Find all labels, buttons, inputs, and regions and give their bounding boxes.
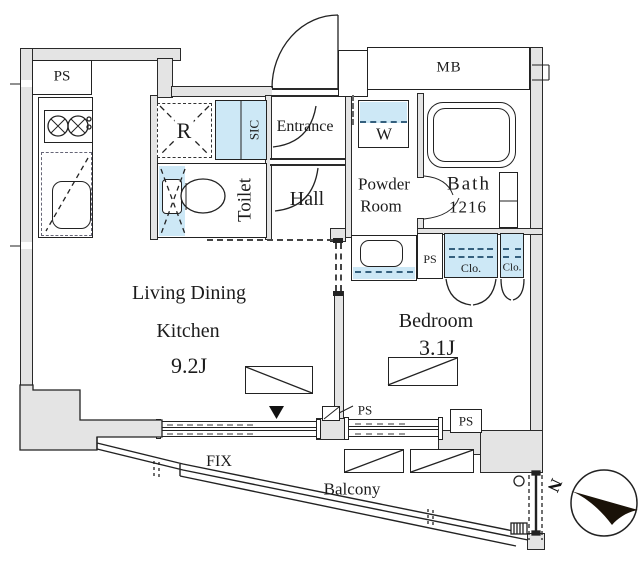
balcony-drain-circle bbox=[513, 475, 525, 487]
ps-shaft-bath bbox=[417, 233, 443, 279]
wall-powder-bath-upper bbox=[417, 93, 424, 178]
label-bedroom-size: 3.1J bbox=[418, 335, 456, 360]
bedroom-window-post-right bbox=[438, 417, 443, 440]
ps-box-window-right bbox=[450, 409, 482, 433]
powder-counter-blue-strip bbox=[353, 267, 415, 279]
label-closet-1: Clo. bbox=[460, 261, 482, 275]
wall-left-break-top bbox=[21, 80, 32, 87]
label-toilet: Toilet bbox=[234, 177, 256, 223]
closet-1-dashes bbox=[449, 248, 493, 258]
entrance-door-sill bbox=[272, 88, 338, 97]
sliding-door-dash-1 bbox=[335, 243, 337, 291]
sliding-door-cap-top bbox=[333, 238, 343, 243]
balcony-unit-rect-1 bbox=[344, 449, 404, 473]
label-sic: SIC bbox=[246, 119, 262, 141]
balcony-drain-grate bbox=[510, 522, 528, 535]
label-mb: MB bbox=[436, 59, 462, 76]
label-ldk-size: 9.2J bbox=[170, 353, 208, 378]
window-direction-marker bbox=[269, 406, 284, 419]
label-balcony: Balcony bbox=[323, 479, 381, 499]
closet-2 bbox=[500, 233, 524, 278]
label-closet-2: Clo. bbox=[502, 261, 522, 274]
bedroom-window-dash-1 bbox=[355, 422, 405, 425]
powder-pipe-dash bbox=[352, 95, 354, 125]
wall-hall-powder bbox=[345, 88, 352, 238]
label-ps-bath: PS bbox=[423, 252, 437, 266]
label-entrance: Entrance bbox=[276, 118, 334, 135]
label-ps-window-left: PS bbox=[357, 402, 373, 418]
ldk-equipment-rect bbox=[245, 366, 313, 394]
label-ldk-line1: Living Dining bbox=[132, 282, 246, 304]
wall-balcony-end-block bbox=[527, 533, 545, 550]
label-fix: FIX bbox=[206, 453, 232, 470]
fix-window-post-right bbox=[316, 419, 321, 439]
ps-box-window-left bbox=[322, 406, 340, 421]
powder-sink-basin bbox=[360, 240, 403, 267]
sliding-door-cap-bottom bbox=[333, 291, 343, 296]
wall-corner-mass bbox=[480, 430, 543, 473]
toilet-tank bbox=[162, 179, 182, 214]
compass: N bbox=[543, 469, 638, 537]
wall-top-mid bbox=[171, 86, 273, 97]
label-bath: Bath bbox=[447, 173, 491, 195]
label-bath-size: 1216 bbox=[449, 197, 487, 217]
balcony-unit-rect-2 bbox=[410, 449, 474, 473]
label-hall: Hall bbox=[289, 188, 325, 210]
bedroom-equipment-rect bbox=[388, 357, 458, 386]
powder-strip-dash bbox=[355, 271, 413, 273]
bath-shelf bbox=[499, 172, 518, 228]
balcony-drain-grate-lines bbox=[513, 523, 524, 534]
label-powder-line1: Powder bbox=[358, 174, 410, 194]
closet-2-dashes bbox=[503, 248, 521, 258]
label-powder-line2: Room bbox=[360, 196, 402, 216]
fix-window-dash-2 bbox=[167, 433, 253, 436]
bedroom-window-dash-2 bbox=[355, 432, 405, 435]
hall-ldk-open-boundary bbox=[207, 239, 333, 241]
label-refrigerator: R bbox=[174, 118, 194, 143]
bathtub-inner bbox=[433, 108, 510, 162]
kitchen-sink bbox=[52, 181, 91, 229]
fix-window-bar-2 bbox=[160, 430, 318, 437]
wall-top-step bbox=[157, 58, 173, 98]
wall-left-break-bottom bbox=[21, 242, 32, 249]
wall-ldk-bedroom bbox=[334, 291, 344, 422]
wall-right bbox=[530, 47, 543, 437]
balcony-partition-dashed bbox=[528, 475, 543, 540]
sliding-door-dash-2 bbox=[340, 243, 342, 291]
label-ldk-line2: Kitchen bbox=[156, 320, 220, 342]
mb-meter-box bbox=[367, 47, 530, 90]
bottom-left-wall-polygon bbox=[19, 384, 163, 451]
bedroom-window-bar-2 bbox=[348, 429, 440, 437]
wall-entrance-hall bbox=[270, 158, 346, 166]
label-washer: W bbox=[375, 124, 393, 144]
front-door-swing bbox=[271, 14, 339, 89]
compass-north-arrow bbox=[571, 491, 638, 525]
label-ps-window-right: PS bbox=[458, 413, 474, 429]
bedroom-window-bar-1 bbox=[348, 419, 440, 427]
fix-window-dash-1 bbox=[167, 424, 253, 427]
closet-1 bbox=[444, 233, 498, 278]
fix-window-bar-1 bbox=[160, 421, 318, 428]
bedroom-window-post-left bbox=[344, 417, 349, 440]
compass-north-label: N bbox=[543, 476, 566, 496]
label-bedroom: Bedroom bbox=[398, 310, 474, 332]
entrance-pillar bbox=[338, 50, 368, 97]
stove bbox=[44, 110, 93, 143]
label-ps-top-left: PS bbox=[53, 68, 71, 85]
washer-blue-strip bbox=[360, 102, 407, 123]
ps-shaft-top-left bbox=[32, 60, 92, 95]
closet-folding-doors bbox=[445, 278, 525, 306]
compass-circle bbox=[570, 469, 638, 537]
fix-window-post-left bbox=[156, 419, 161, 439]
